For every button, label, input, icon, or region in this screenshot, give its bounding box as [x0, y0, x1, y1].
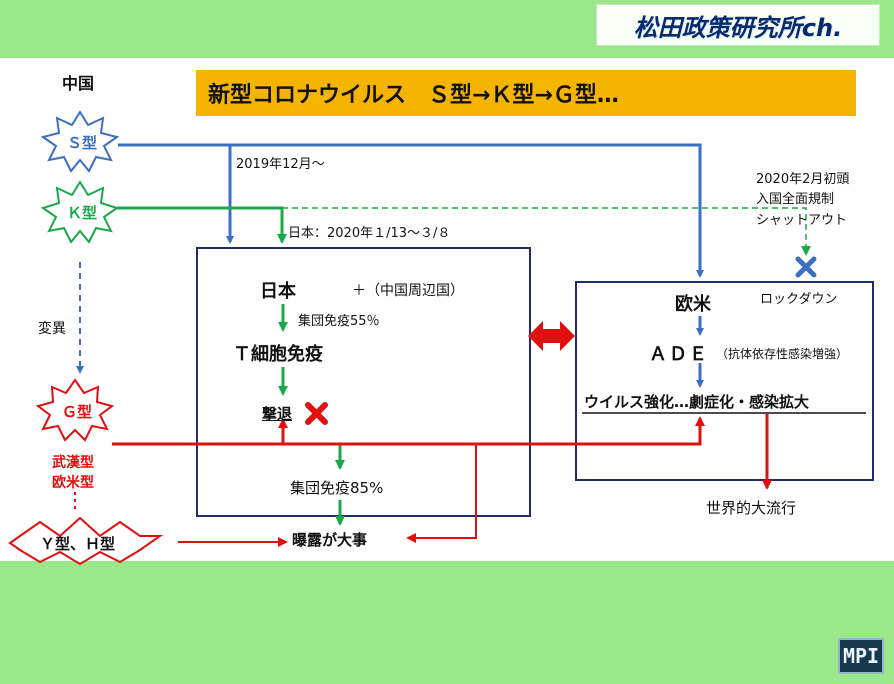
west-box	[575, 281, 874, 481]
s-line-to-west	[118, 143, 704, 278]
g-subtype-1: 武漢型	[52, 455, 94, 471]
g-type-label: Ｇ型	[62, 403, 93, 421]
g-line-exposure	[406, 444, 477, 543]
mpi-logo: MPI	[838, 638, 884, 674]
china-label: 中国	[62, 74, 95, 93]
date-dec-2019: 2019年12月～	[236, 157, 325, 172]
yh-type-shape	[8, 516, 164, 566]
g-type-star	[35, 378, 115, 442]
double-arrow-icon	[528, 321, 575, 351]
g-subtype-2: 欧米型	[52, 475, 94, 491]
herd-immunity-55: 集団免疫55％	[298, 314, 380, 329]
mutation-label: 変異	[38, 321, 66, 337]
k-type-label: Ｋ型	[67, 204, 98, 222]
ade-label: ＡＤＥ	[649, 344, 709, 365]
japan-period: 日本：2020年１/13～３/８	[288, 226, 451, 241]
japan-box	[196, 247, 531, 517]
s-type-label: Ｓ型	[67, 134, 98, 152]
feb-2020-line2: 入国全面規制	[756, 192, 835, 207]
feb-2020-line3: シャットアウト	[756, 213, 848, 228]
repel-label: 撃退	[262, 405, 293, 423]
s-type-star	[40, 110, 120, 173]
g-line-main	[112, 416, 705, 446]
japan-neighbors: ＋（中国周辺国）	[352, 283, 464, 299]
herd-immunity-85: 集団免疫85%	[290, 479, 384, 497]
lockdown-label: ロックダウン	[760, 292, 838, 307]
ade-note: （抗体依存性感染増強）	[716, 347, 849, 361]
k-line-to-west	[282, 207, 811, 256]
repel-x-icon	[305, 402, 328, 425]
lockdown-x-icon	[795, 256, 817, 278]
slide-canvas	[0, 58, 894, 561]
pandemic-label: 世界的大流行	[706, 499, 797, 517]
k-type-star	[40, 180, 120, 244]
virus-strengthen: ウイルス強化…劇症化・感染拡大	[584, 393, 810, 411]
west-title: 欧米	[675, 294, 711, 315]
t-cell-immunity: Ｔ細胞免疫	[233, 344, 323, 365]
k-line-to-japan	[117, 206, 287, 244]
yh-type-label: Ｙ型、Ｈ型	[40, 535, 116, 553]
japan-title: 日本	[260, 281, 296, 302]
exposure-label: 曝露が大事	[292, 531, 368, 549]
feb-2020-line1: 2020年2月初頭	[756, 172, 850, 187]
slide-title: 新型コロナウイルス Ｓ型→Ｋ型→Ｇ型…	[196, 70, 856, 116]
channel-banner: 松田政策研究所ch.	[596, 4, 880, 46]
